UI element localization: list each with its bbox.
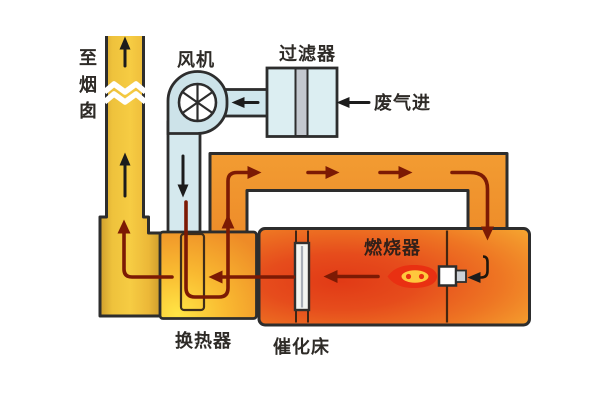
flow-into-chamber [450, 170, 494, 241]
to-chimney-label: 至烟囱 [79, 48, 97, 121]
burner-body [437, 265, 458, 287]
burner-collar [455, 269, 467, 283]
catalytic-bed [293, 230, 311, 323]
burner-label: 燃烧器 [364, 238, 421, 258]
flame-icon [387, 265, 437, 288]
burner [387, 255, 489, 288]
flow-arrows-red [117, 166, 494, 299]
fan-label: 风机 [177, 50, 215, 70]
chimney-duct [98, 36, 162, 318]
flow-heat-exchanger-u-turn [184, 166, 262, 299]
catalytic-bed-label: 催化床 [273, 337, 330, 357]
fuel-pipe [467, 255, 489, 283]
duct-break-symbol [102, 81, 148, 105]
heat-exchanger-label: 换热器 [175, 331, 232, 351]
heat-exchanger-tube [179, 232, 206, 312]
filter-element [294, 67, 309, 137]
waste-gas-in-label: 废气进 [374, 93, 431, 113]
fan-blades-icon [181, 84, 214, 121]
recirculation-duct [208, 152, 509, 234]
flow-arrows-black [119, 36, 371, 198]
filter [265, 66, 339, 138]
filter-label: 过滤器 [279, 44, 336, 64]
flow-up-arrowhead [221, 214, 235, 229]
flow-to-chimney [117, 219, 174, 279]
